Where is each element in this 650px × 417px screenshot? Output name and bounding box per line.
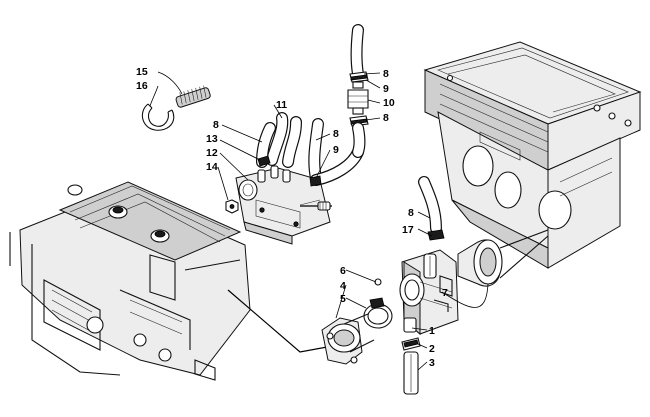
callout-8-carb: 8 xyxy=(408,207,414,219)
callout-9-top: 9 xyxy=(383,83,389,95)
callout-4: 4 xyxy=(340,280,346,292)
leader-lines xyxy=(149,71,489,371)
clamp-part-13 xyxy=(257,155,271,167)
callout-10: 10 xyxy=(383,97,395,109)
callout-8-left: 8 xyxy=(213,119,219,131)
carburetor xyxy=(399,249,459,336)
callout-8-mid: 8 xyxy=(333,128,339,140)
callout-6: 6 xyxy=(340,265,346,277)
callout-labels: 15 16 8 9 10 8 11 8 13 12 14 8 9 8 17 6 … xyxy=(136,66,448,369)
fuel-filter-line xyxy=(347,24,369,158)
callout-1: 1 xyxy=(429,325,435,337)
callout-7: 7 xyxy=(442,287,448,299)
carburetor-adaptor-part-4 xyxy=(321,313,375,365)
callout-2: 2 xyxy=(429,343,435,355)
clamp-part-2 xyxy=(401,337,421,351)
callout-8-right: 8 xyxy=(383,112,389,124)
fuel-pump xyxy=(235,165,332,245)
drain-hose-part-3 xyxy=(403,351,419,395)
callout-8-top: 8 xyxy=(383,68,389,80)
clamp-part-5 xyxy=(363,297,393,329)
callout-17: 17 xyxy=(402,224,414,236)
nut-part-14 xyxy=(225,199,239,214)
callout-12: 12 xyxy=(206,147,218,159)
clamp-part-16 xyxy=(141,103,175,131)
intake-boot-part-7 xyxy=(457,229,549,287)
engine-block xyxy=(9,181,339,381)
callout-15: 15 xyxy=(136,66,148,78)
spring-part-15 xyxy=(175,85,211,108)
clamp-part-9-lower xyxy=(309,175,322,187)
callout-11: 11 xyxy=(276,99,287,111)
callout-5: 5 xyxy=(340,293,346,305)
carburetor-inlet-hose xyxy=(418,176,445,241)
callout-16: 16 xyxy=(136,80,148,92)
callout-3: 3 xyxy=(429,357,435,369)
callout-13: 13 xyxy=(206,133,218,145)
callout-14: 14 xyxy=(206,161,218,173)
callout-9-mid: 9 xyxy=(333,144,339,156)
air-silencer-box xyxy=(423,41,642,269)
